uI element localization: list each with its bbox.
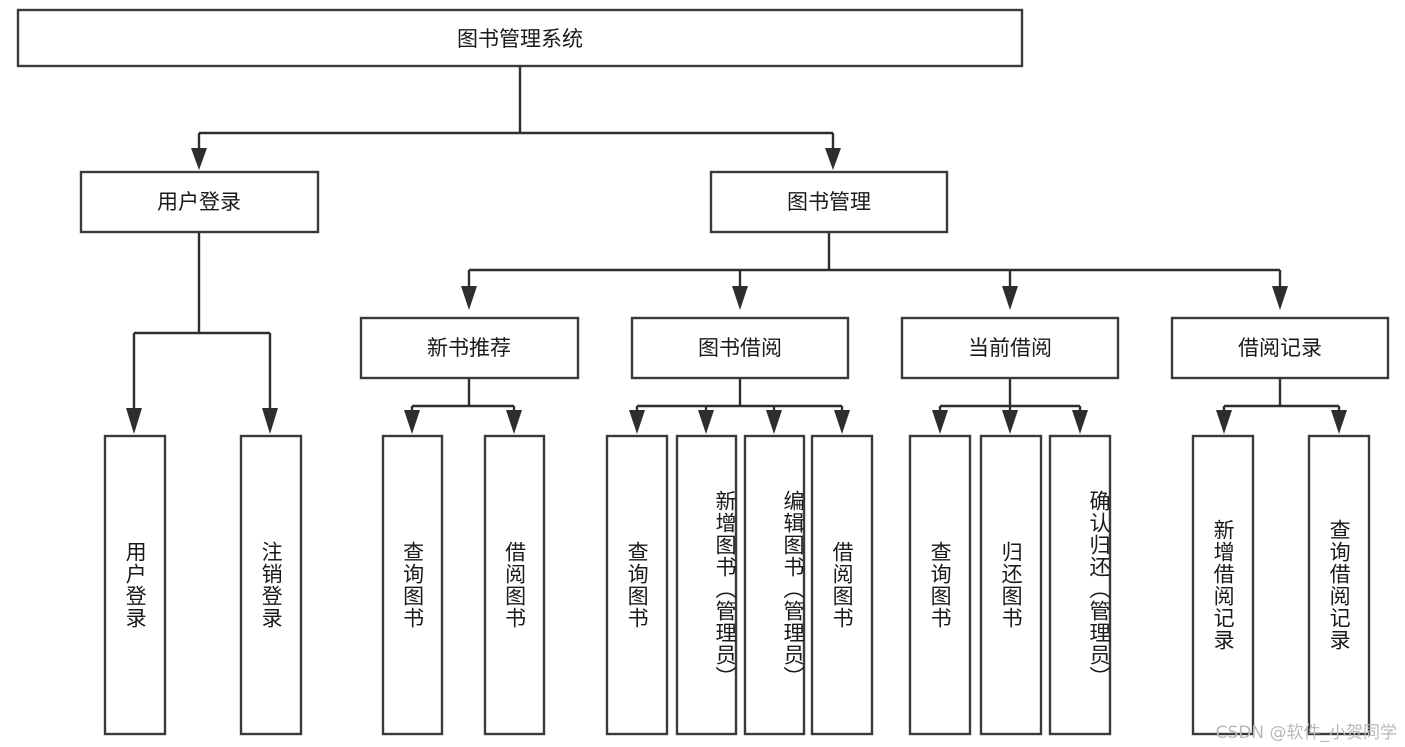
node-leaf-edit-book[interactable] <box>743 434 806 736</box>
arrow-leaf-borrow-book-1 <box>506 410 522 434</box>
node-leaf-return-book[interactable] <box>979 434 1043 736</box>
arrow-leaf-borrow-book-2 <box>834 410 850 434</box>
node-book-borrow-label: 图书借阅 <box>698 336 782 360</box>
arrow-leaf-query-book-3 <box>932 410 948 434</box>
arrow-user-login <box>191 148 207 170</box>
node-current-borrow[interactable] <box>900 316 1120 380</box>
arrow-leaf-user-login <box>126 408 142 434</box>
node-leaf-query-book-1[interactable] <box>381 434 444 736</box>
node-leaf-query-record[interactable] <box>1307 434 1371 736</box>
connector-group <box>126 66 1347 434</box>
arrow-leaf-query-book-2 <box>629 410 645 434</box>
node-new-book-recommend-label: 新书推荐 <box>427 336 511 360</box>
arrow-leaf-logout-login <box>262 408 278 434</box>
node-user-login[interactable] <box>79 170 320 234</box>
node-borrow-record-label: 借阅记录 <box>1238 336 1322 360</box>
node-book-manage-label: 图书管理 <box>787 190 871 214</box>
node-leaf-query-book-3[interactable] <box>908 434 972 736</box>
node-leaf-borrow-book-2[interactable] <box>810 434 874 736</box>
node-leaf-confirm-return[interactable] <box>1048 434 1112 736</box>
node-group <box>16 8 1390 736</box>
arrow-leaf-confirm-return <box>1072 410 1088 434</box>
arrow-leaf-return-book <box>1002 410 1018 434</box>
node-leaf-add-book[interactable] <box>675 434 738 736</box>
node-root-label: 图书管理系统 <box>457 27 583 51</box>
arrow-borrow-record <box>1272 286 1288 310</box>
arrow-book-borrow <box>732 286 748 310</box>
arrow-leaf-add-record <box>1216 410 1232 434</box>
arrow-leaf-query-book-1 <box>404 410 420 434</box>
node-book-manage[interactable] <box>709 170 949 234</box>
node-leaf-borrow-book-1[interactable] <box>483 434 546 736</box>
arrow-book-manage <box>825 148 841 170</box>
node-leaf-query-book-2[interactable] <box>605 434 669 736</box>
node-root[interactable] <box>16 8 1024 68</box>
horizontal-label-group: 图书管理系统 用户登录 图书管理 新书推荐 图书借阅 当前借阅 借阅记录 <box>157 27 1322 360</box>
arrow-new-book-recommend <box>461 286 477 310</box>
node-new-book-recommend[interactable] <box>359 316 580 380</box>
node-current-borrow-label: 当前借阅 <box>968 336 1052 360</box>
node-book-borrow[interactable] <box>630 316 850 380</box>
node-leaf-logout-login[interactable] <box>239 434 303 736</box>
arrow-leaf-query-record <box>1331 410 1347 434</box>
node-leaf-user-login[interactable] <box>103 434 167 736</box>
arrow-current-borrow <box>1002 286 1018 310</box>
arrow-leaf-add-book <box>698 410 714 434</box>
node-leaf-add-record[interactable] <box>1191 434 1255 736</box>
arrow-leaf-edit-book <box>766 410 782 434</box>
node-user-login-label: 用户登录 <box>157 190 241 214</box>
node-borrow-record[interactable] <box>1170 316 1390 380</box>
